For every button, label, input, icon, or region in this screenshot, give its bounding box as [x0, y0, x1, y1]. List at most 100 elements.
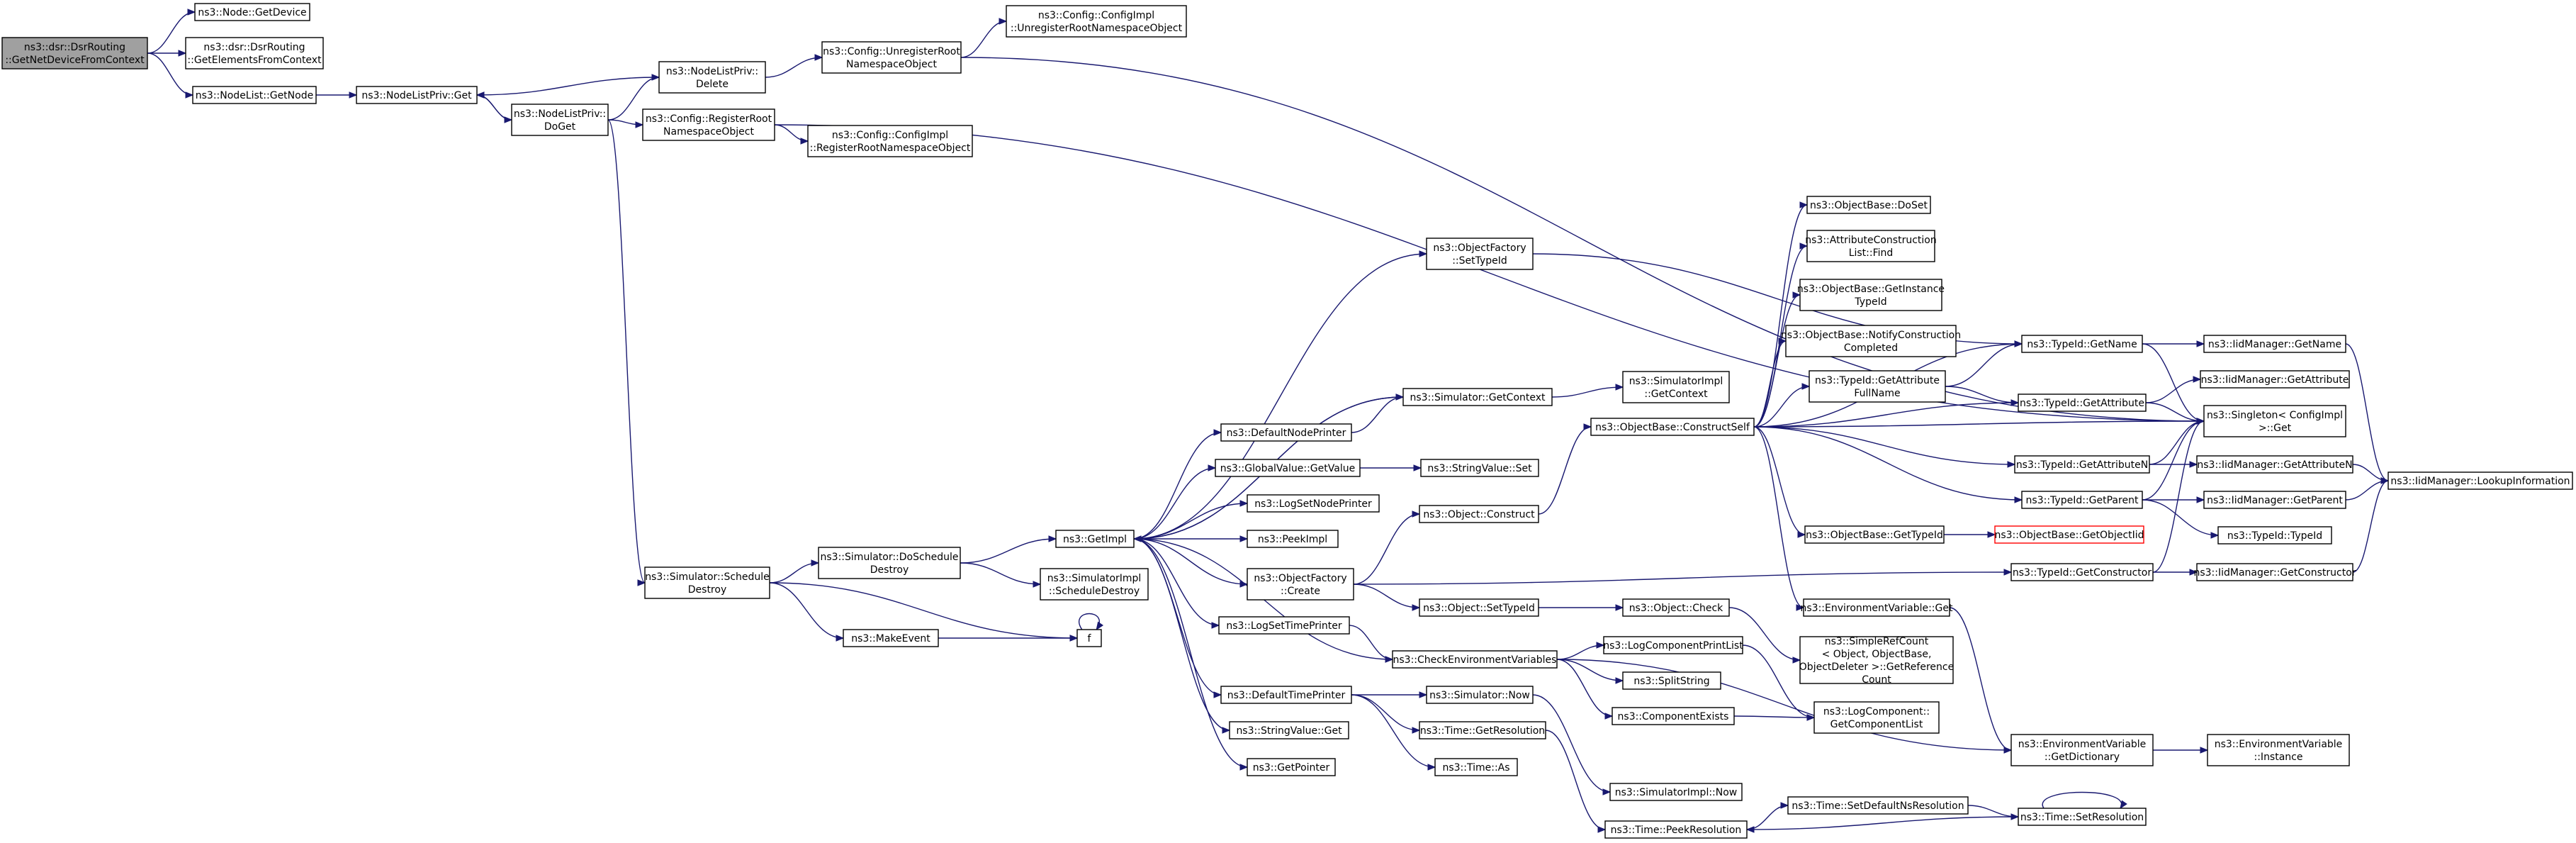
node-simplerefcount[interactable]: ns3::SimpleRefCount< Object, ObjectBase,…	[1799, 636, 1954, 686]
edge-line	[1753, 426, 1804, 608]
node-sim-schedule[interactable]: ns3::Simulator::ScheduleDestroy	[644, 566, 770, 599]
node-tid-getattr[interactable]: ns3::TypeId::GetAttribute	[2018, 393, 2147, 412]
node-iid-getname[interactable]: ns3::IidManager::GetName	[2203, 335, 2346, 353]
node-compexists[interactable]: ns3::ComponentExists	[1612, 707, 1735, 725]
node-obj-check[interactable]: ns3::Object::Check	[1622, 598, 1730, 617]
node-checkenv[interactable]: ns3::CheckEnvironmentVariables	[1392, 650, 1558, 669]
node-iid-getconstructor[interactable]: ns3::IidManager::GetConstructor	[2193, 563, 2356, 581]
node-of-create[interactable]: ns3::ObjectFactory::Create	[1247, 568, 1354, 601]
node-label: ns3::Time::As	[1442, 762, 1509, 774]
node-sv-get[interactable]: ns3::StringValue::Get	[1229, 721, 1349, 739]
node-label: ns3::Simulator::GetContext	[1410, 392, 1546, 403]
node-cfg-reg[interactable]: ns3::Config::RegisterRootNamespaceObject	[642, 108, 775, 141]
arrowhead-icon	[1096, 621, 1104, 631]
node-iid-getattr[interactable]: ns3::IidManager::GetAttribute	[2200, 370, 2350, 389]
node-deftimeprinter[interactable]: ns3::DefaultTimePrinter	[1220, 686, 1352, 704]
edge-line	[765, 57, 823, 78]
node-ob-doset[interactable]: ns3::ObjectBase::DoSet	[1806, 196, 1931, 214]
node-sim-now[interactable]: ns3::Simulator::Now	[1426, 686, 1534, 704]
node-sv-set[interactable]: ns3::StringValue::Set	[1420, 459, 1539, 477]
node-tid-getname[interactable]: ns3::TypeId::GetName	[2021, 335, 2143, 353]
node-iid-lookup[interactable]: ns3::IidManager::LookupInformation	[2387, 471, 2573, 490]
edge-line	[1728, 607, 1801, 661]
node-time-setres[interactable]: ns3::Time::SetResolution	[2018, 808, 2147, 826]
node-peekimpl[interactable]: ns3::PeekImpl	[1247, 530, 1339, 548]
node-logcomp-printlist[interactable]: ns3::LogComponentPrintList	[1603, 636, 1743, 654]
edge-n_cfg_unreg-to-n_singleton_get	[960, 57, 2205, 425]
node-getpointer[interactable]: ns3::GetPointer	[1247, 758, 1336, 776]
node-box	[1785, 325, 1957, 357]
node-obj-settypeid[interactable]: ns3::Object::SetTypeId	[1419, 598, 1539, 617]
node-makeevent[interactable]: ns3::MakeEvent	[843, 629, 939, 647]
node-time-as[interactable]: ns3::Time::As	[1434, 758, 1518, 776]
node-obj-construct[interactable]: ns3::Object::Construct	[1419, 505, 1539, 523]
node-simimpl-now[interactable]: ns3::SimulatorImpl::Now	[1609, 783, 1743, 801]
node-env-get[interactable]: ns3::EnvironmentVariable::Get	[1801, 598, 1953, 617]
node-box	[818, 547, 961, 579]
node-f[interactable]: f	[1076, 629, 1102, 647]
node-ob-notify[interactable]: ns3::ObjectBase::NotifyConstructionCompl…	[1781, 325, 1961, 357]
arrowhead-icon	[1797, 531, 1806, 538]
node-ob-construct[interactable]: ns3::ObjectBase::ConstructSelf	[1590, 418, 1755, 436]
node-tid-getattrn[interactable]: ns3::TypeId::GetAttributeN	[2014, 455, 2150, 474]
node-box	[1419, 721, 1546, 739]
node-box	[1590, 418, 1755, 436]
node-splitstring[interactable]: ns3::SplitString	[1622, 671, 1721, 690]
node-tid-getconstructor[interactable]: ns3::TypeId::GetConstructor	[2010, 563, 2154, 581]
node-label: ns3::SimulatorImpl	[1047, 573, 1142, 584]
arrowhead-icon	[836, 635, 845, 642]
edge-line	[1733, 715, 1815, 718]
node-env-instance[interactable]: ns3::EnvironmentVariable::Instance	[2207, 734, 2350, 766]
node-iid-getattrn[interactable]: ns3::IidManager::GetAttributeN	[2196, 455, 2353, 474]
node-sim-getcontext[interactable]: ns3::Simulator::GetContext	[1402, 388, 1553, 406]
node-cfg-unreg[interactable]: ns3::Config::UnregisterRootNamespaceObje…	[821, 41, 962, 74]
node-label: ns3::SimpleRefCount	[1825, 636, 1929, 647]
node-tid-typeid[interactable]: ns3::TypeId::TypeId	[2217, 526, 2332, 545]
node-ob-getobjtid[interactable]: ns3::ObjectBase::GetObjectIid	[1994, 525, 2144, 544]
edge-n_obj_settypeid-to-n_obj_check	[1538, 604, 1624, 611]
node-env-getdict[interactable]: ns3::EnvironmentVariable::GetDictionary	[2010, 734, 2154, 766]
node-label: ns3::TypeId::GetAttribute	[2020, 398, 2144, 409]
node-logsetnode[interactable]: ns3::LogSetNodePrinter	[1247, 494, 1380, 513]
node-nlp-get[interactable]: ns3::NodeListPriv::Get	[356, 86, 478, 104]
node-cfgimpl-reg[interactable]: ns3::Config::ConfigImpl::RegisterRootNam…	[807, 125, 973, 157]
arrowhead-icon	[1596, 642, 1605, 649]
node-logcomp-getlist[interactable]: ns3::LogComponent::GetComponentList	[1813, 701, 1940, 734]
node-simimpl-schedule[interactable]: ns3::SimulatorImpl::ScheduleDestroy	[1040, 568, 1149, 601]
edge-line	[1753, 204, 1808, 428]
node-simimpl-getcontext[interactable]: ns3::SimulatorImpl::GetContext	[1622, 371, 1730, 403]
edge-line	[2142, 420, 2205, 501]
node-nlp-delete[interactable]: ns3::NodeListPriv::Delete	[658, 61, 766, 94]
node-singleton-get[interactable]: ns3::Singleton< ConfigImpl >::Get	[2203, 405, 2346, 437]
arrowhead-icon	[637, 579, 646, 586]
node-logsettime[interactable]: ns3::LogSetTimePrinter	[1218, 616, 1350, 635]
node-gv-getvalue[interactable]: ns3::GlobalValue::GetValue	[1215, 459, 1361, 477]
node-root[interactable]: ns3::dsr::DsrRouting::GetNetDeviceFromCo…	[1, 37, 148, 69]
node-time-getres[interactable]: ns3::Time::GetResolution	[1419, 721, 1546, 739]
edge-line	[1353, 571, 2012, 585]
node-iid-getparent[interactable]: ns3::IidManager::GetParent	[2203, 491, 2346, 509]
node-getimpl[interactable]: ns3::GetImpl	[1055, 530, 1135, 548]
node-tid-getparent[interactable]: ns3::TypeId::GetParent	[2021, 491, 2143, 509]
edge-line	[2345, 343, 2389, 481]
node-of-settypeid[interactable]: ns3::ObjectFactory::SetTypeId	[1426, 238, 1534, 270]
node-defnodeprinter[interactable]: ns3::DefaultNodePrinter	[1220, 423, 1352, 442]
node-cfgimpl-unreg[interactable]: ns3::Config::ConfigImpl::UnregisterRootN…	[1006, 5, 1187, 38]
node-nlp-doget[interactable]: ns3::NodeListPriv::DoGet	[511, 104, 609, 136]
node-label: ns3::ObjectBase::GetObjectIid	[1994, 530, 2144, 541]
node-time-peekres[interactable]: ns3::Time::PeekResolution	[1604, 820, 1748, 839]
edge-line	[1753, 402, 2019, 428]
node-getdevice[interactable]: ns3::Node::GetDevice	[194, 3, 310, 21]
node-box	[2021, 335, 2143, 353]
node-time-setdefault[interactable]: ns3::Time::SetDefaultNsResolution	[1787, 796, 1969, 815]
node-getelements[interactable]: ns3::dsr::DsrRouting::GetElementsFromCon…	[185, 37, 324, 69]
arrowhead-icon	[814, 54, 823, 61]
arrowhead-icon	[2003, 569, 2013, 576]
node-ob-gettypeid[interactable]: ns3::ObjectBase::GetTypeId	[1804, 525, 1945, 544]
node-nl-getnode[interactable]: ns3::NodeList::GetNode	[192, 86, 317, 104]
node-label: ns3::DefaultTimePrinter	[1227, 690, 1346, 701]
